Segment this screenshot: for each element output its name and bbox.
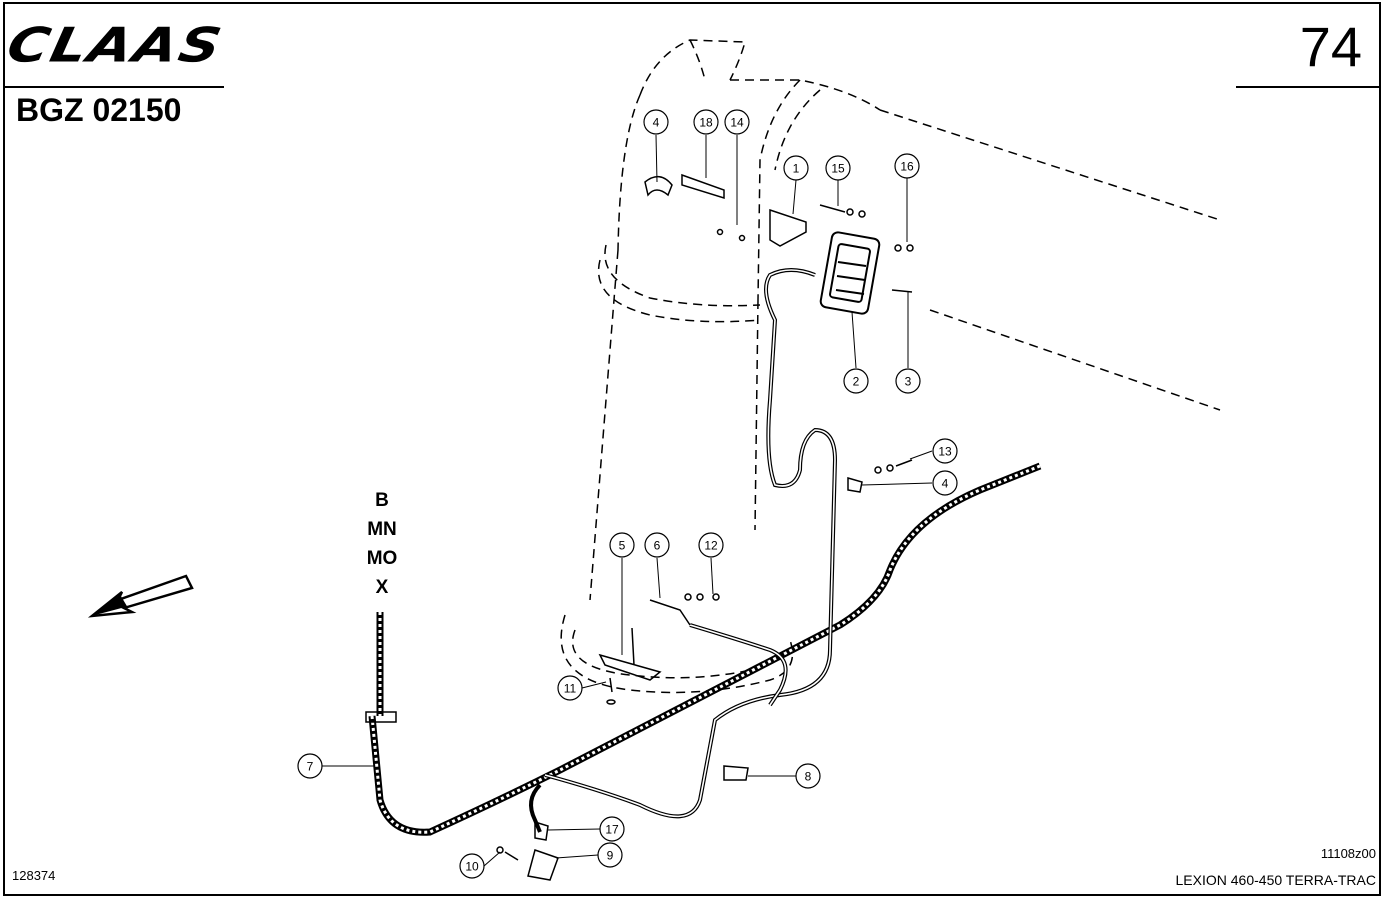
leader-lines (322, 134, 933, 867)
callout-balloon: 12 (698, 532, 724, 558)
callout-balloon: 7 (297, 753, 323, 779)
direction-arrow-icon (87, 574, 194, 618)
callout-label: 7 (307, 760, 314, 774)
callout-balloon: 6 (644, 532, 670, 558)
variant-codes: B MN MO X (354, 486, 410, 602)
callout-balloon: 1 (783, 155, 809, 181)
page-border (3, 2, 1381, 896)
callout-balloon: 8 (795, 763, 821, 789)
header-rule-right (1236, 86, 1380, 88)
callout-label: 4 (942, 477, 949, 491)
callout-label: 18 (699, 116, 713, 130)
callout-label: 11 (564, 682, 577, 696)
callout-balloon: 15 (825, 155, 851, 181)
branch-cables (529, 268, 838, 833)
callout-label: 10 (465, 860, 479, 874)
callout-balloon: 18 (693, 109, 719, 135)
callout-label: 13 (938, 445, 952, 459)
callout-label: 2 (853, 375, 860, 389)
variant-code: MO (366, 548, 398, 569)
callout-balloon: 4 (932, 470, 958, 496)
callout-label: 5 (619, 539, 626, 553)
callout-label: 14 (730, 116, 744, 130)
callout-balloon: 17 (599, 816, 625, 842)
model-designation: LEXION 460-450 TERRA-TRAC (1175, 872, 1376, 888)
callout-balloon: 3 (895, 368, 921, 394)
callout-label: 17 (605, 823, 619, 837)
callout-balloon: 5 (609, 532, 635, 558)
figure-reference: 11108z00 (1320, 846, 1376, 861)
variant-code: MN (367, 519, 397, 540)
callout-label: 16 (900, 160, 914, 174)
main-wire-harness (365, 462, 1042, 836)
callout-label: 15 (831, 162, 845, 176)
sheet-code: BGZ 02150 (16, 92, 182, 128)
callout-balloon: 16 (894, 153, 920, 179)
callout-label: 12 (704, 539, 718, 553)
callout-label: 6 (654, 539, 661, 553)
callout-balloon: 2 (843, 368, 869, 394)
callout-label: 9 (607, 849, 614, 863)
callout-balloon: 9 (597, 842, 623, 868)
work-lamp (819, 231, 881, 315)
callout-balloon: 14 (724, 109, 750, 135)
variant-code: X (375, 577, 389, 598)
callout-label: 8 (805, 770, 812, 784)
callout-label: 4 (653, 116, 660, 130)
header-rule-left (4, 86, 224, 88)
callout-label: 3 (905, 375, 912, 389)
callout-balloon: 10 (459, 853, 485, 879)
callout-balloon: 11 (557, 675, 583, 701)
variant-code: B (375, 490, 389, 511)
hardware-parts (496, 173, 914, 881)
page-number: 74 (1299, 15, 1362, 78)
drawing-id: 128374 (12, 868, 56, 883)
callout-label: 1 (793, 162, 800, 176)
callout-balloon: 13 (932, 438, 958, 464)
callout-balloon: 4 (643, 109, 669, 135)
